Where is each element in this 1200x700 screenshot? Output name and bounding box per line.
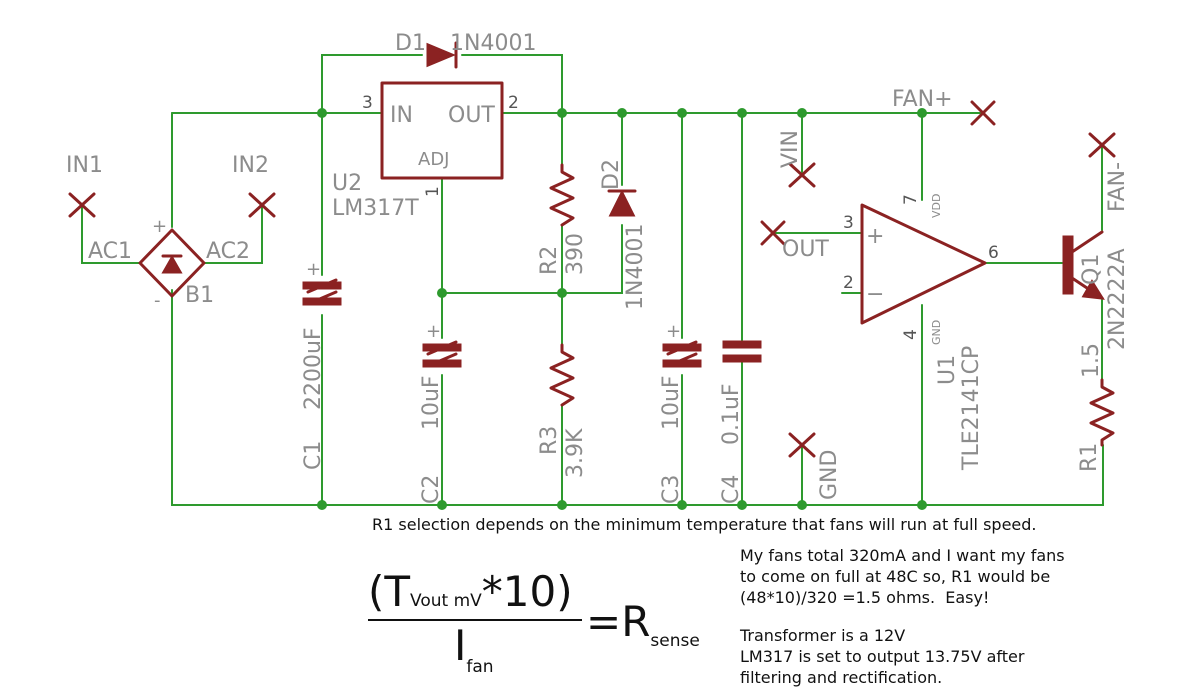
q1-ref-label: Q1 <box>1079 254 1104 285</box>
resistor-r1: R1 1.5 <box>1077 343 1115 472</box>
r2-value-label: 390 <box>563 233 588 275</box>
fan-minus-flag: FAN- <box>1088 132 1130 212</box>
formula-t: (T <box>368 567 411 616</box>
r3-value-label: 3.9K <box>563 428 588 478</box>
b1-plus: + <box>152 216 167 237</box>
formula-i: I <box>454 621 467 670</box>
u1-pin4: 4 <box>901 329 921 340</box>
fan-plus-flag: FAN+ <box>892 87 996 126</box>
vin-label: VIN <box>778 130 803 168</box>
in2-label: IN2 <box>232 153 269 178</box>
c3-value-label: 10uF <box>659 375 684 430</box>
transformer-note: Transformer is a 12V LM317 is set to out… <box>740 626 1025 687</box>
u1-pin3: 3 <box>843 213 854 233</box>
d1-ref-label: D1 <box>395 31 426 56</box>
capacitor-c3: + 10uF C3 <box>659 321 702 504</box>
u1-plus-sign: + <box>866 224 884 249</box>
c3-ref-label: C3 <box>659 475 684 504</box>
junction-dots <box>317 108 927 510</box>
r1-selection-note: R1 selection depends on the minimum temp… <box>372 515 1037 534</box>
r3-ref-label: R3 <box>537 426 562 455</box>
input-in1: IN1 <box>66 153 103 218</box>
formula-times-ten: *10) <box>481 567 573 616</box>
b1-ac2-label: AC2 <box>206 239 250 264</box>
c2-plus: + <box>426 321 441 342</box>
diode-d1: D1 1N4001 <box>395 31 536 69</box>
c3-plus: + <box>666 321 681 342</box>
fan-plus-label: FAN+ <box>892 87 953 112</box>
out-flag: OUT <box>760 220 829 262</box>
fan-minus-label: FAN- <box>1105 162 1130 212</box>
resistor-r3: R3 3.9K <box>537 343 588 478</box>
c2-value-label: 10uF <box>419 375 444 430</box>
u2-pin1: 1 <box>423 186 443 197</box>
u2-pin2: 2 <box>508 93 519 113</box>
u1-pin7: 7 <box>901 194 921 205</box>
formula-denominator: Ifan <box>454 622 494 679</box>
formula-sub-vout: Vout mV <box>410 591 482 611</box>
out-label: OUT <box>782 237 829 262</box>
capacitor-c1: + C1 2200uF <box>301 259 342 470</box>
u2-adj-label: ADJ <box>418 149 449 170</box>
bridge-b1: + - AC1 AC2 B1 <box>88 216 250 311</box>
resistor-r2: R2 390 <box>537 163 588 275</box>
u2-out-label: OUT <box>448 103 495 128</box>
rsense-formula: (TVout mV*10) Ifan =Rsense <box>368 568 708 680</box>
input-in2: IN2 <box>232 153 276 218</box>
b1-minus: - <box>154 290 161 311</box>
capacitor-c4: 0.1uF C4 <box>719 340 762 504</box>
u2-in-label: IN <box>390 103 413 128</box>
formula-sub-fan: fan <box>466 657 494 677</box>
u1-value-label: TLE2141CP <box>959 346 984 471</box>
u1-minus-sign: − <box>866 282 884 307</box>
transistor-q1: Q1 2N2222A <box>1062 230 1130 351</box>
capacitor-c2: + 10uF C2 <box>419 321 462 504</box>
formula-numerator: (TVout mV*10) <box>368 568 573 625</box>
c1-plus: + <box>306 259 321 280</box>
in1-label: IN1 <box>66 153 103 178</box>
q1-value-label: 2N2222A <box>1105 249 1130 351</box>
r2-ref-label: R2 <box>537 246 562 275</box>
gnd-label: GND <box>817 450 842 500</box>
c4-value-label: 0.1uF <box>719 383 744 445</box>
u2-ref-label: U2 <box>332 171 362 196</box>
u2-value-label: LM317T <box>332 196 419 221</box>
r1-value-label: 1.5 <box>1079 343 1104 378</box>
u2-pin3: 3 <box>362 93 373 113</box>
opamp-u1: + − 3 2 6 7 4 VDD GND U1 TLE2141CP <box>843 194 999 471</box>
d1-value-label: 1N4001 <box>450 31 536 56</box>
b1-ac1-label: AC1 <box>88 239 132 264</box>
d2-value-label: 1N4001 <box>623 224 648 310</box>
fans-calculation-note: My fans total 320mA and I want my fans t… <box>740 546 1065 607</box>
c1-value-label: 2200uF <box>301 327 326 410</box>
c2-ref-label: C2 <box>419 475 444 504</box>
b1-ref-label: B1 <box>185 283 214 308</box>
gnd-flag: GND <box>788 432 842 500</box>
u1-vdd-label: VDD <box>930 194 943 218</box>
formula-equals-r: =R <box>586 597 651 646</box>
r1-ref-label: R1 <box>1077 443 1102 472</box>
formula-sub-sense: sense <box>650 631 700 651</box>
vin-flag: VIN <box>778 130 816 188</box>
u1-gnd-label: GND <box>930 320 943 345</box>
u1-pin6: 6 <box>988 243 999 263</box>
c1-ref-label: C1 <box>301 441 326 470</box>
formula-fraction-bar <box>368 619 582 621</box>
c4-ref-label: C4 <box>719 475 744 504</box>
u1-ref-label: U1 <box>935 355 960 385</box>
formula-rhs: =Rsense <box>586 598 700 655</box>
u1-pin2: 2 <box>843 273 854 293</box>
diode-d2: D2 1N4001 <box>599 159 648 310</box>
d2-ref-label: D2 <box>599 159 624 190</box>
regulator-u2: IN OUT ADJ 3 2 1 U2 LM317T <box>332 81 519 221</box>
